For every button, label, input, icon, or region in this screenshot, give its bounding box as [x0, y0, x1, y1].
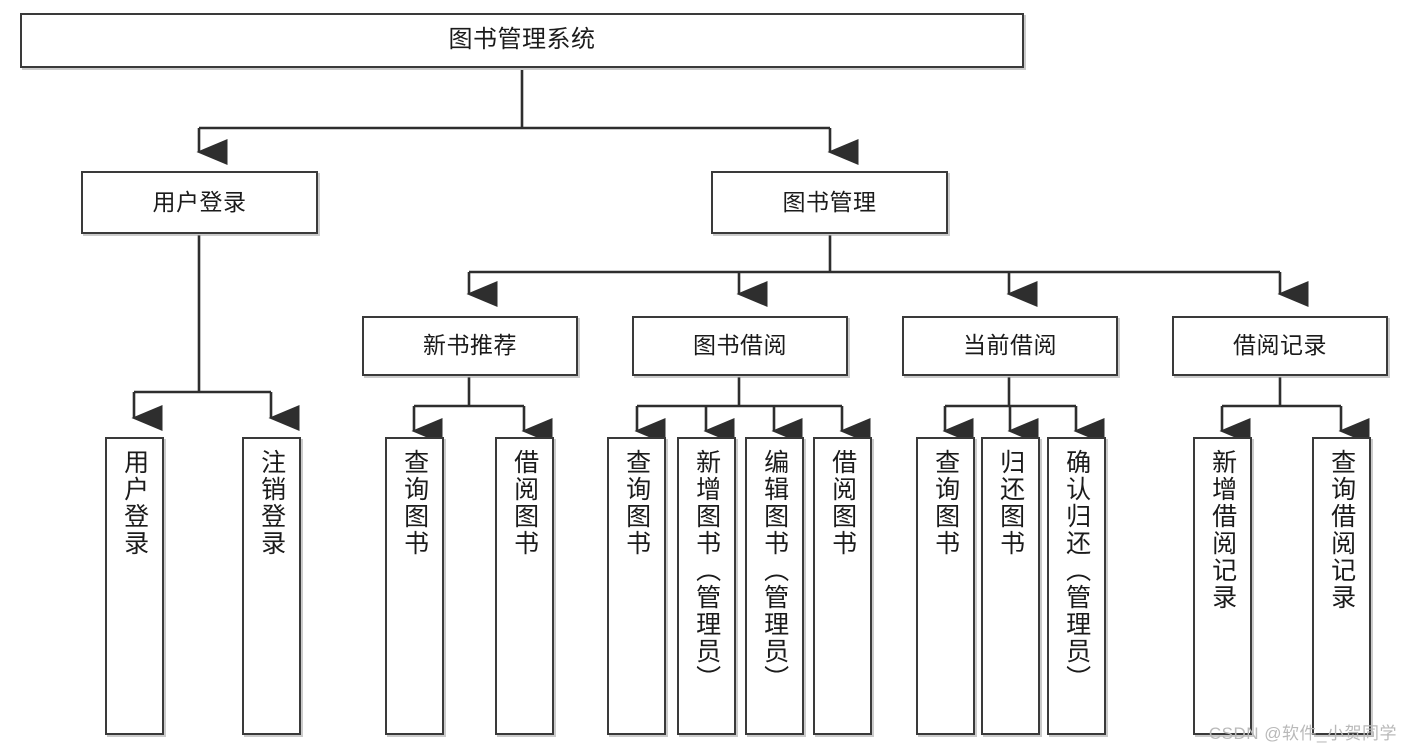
node-label: 编辑图书（管理员）	[760, 449, 789, 692]
node-label: 确认归还（管理员）	[1062, 449, 1091, 692]
node-label: 借阅记录	[1233, 332, 1327, 359]
leaf-borrow-record-query[interactable]: 查询借阅记录	[1312, 437, 1371, 735]
node-label: 查询图书	[931, 449, 960, 557]
node-label: 查询图书	[622, 449, 651, 557]
node-label: 查询借阅记录	[1327, 449, 1356, 611]
node-user-login[interactable]: 用户登录	[81, 171, 318, 234]
leaf-new-book-borrow[interactable]: 借阅图书	[495, 437, 554, 735]
leaf-book-borrow-query[interactable]: 查询图书	[607, 437, 666, 735]
leaf-book-borrow-add[interactable]: 新增图书（管理员）	[677, 437, 736, 735]
node-book-borrow[interactable]: 图书借阅	[632, 316, 848, 376]
node-label: 图书管理系统	[448, 26, 596, 54]
leaf-current-borrow-query[interactable]: 查询图书	[916, 437, 975, 735]
node-label: 当前借阅	[963, 332, 1057, 359]
leaf-current-borrow-confirm-return[interactable]: 确认归还（管理员）	[1047, 437, 1106, 735]
node-label: 归还图书	[996, 449, 1025, 557]
node-label: 注销登录	[257, 449, 286, 557]
node-borrow-record[interactable]: 借阅记录	[1172, 316, 1388, 376]
leaf-user-login-logout[interactable]: 注销登录	[242, 437, 301, 735]
node-new-book-recommend[interactable]: 新书推荐	[362, 316, 578, 376]
leaf-user-login-login[interactable]: 用户登录	[105, 437, 164, 735]
watermark: CSDN @软件_小贺同学	[1208, 724, 1397, 743]
node-label: 新书推荐	[423, 332, 517, 359]
leaf-current-borrow-return[interactable]: 归还图书	[981, 437, 1040, 735]
node-label: 借阅图书	[828, 449, 857, 557]
node-current-borrow[interactable]: 当前借阅	[902, 316, 1118, 376]
leaf-new-book-query[interactable]: 查询图书	[385, 437, 444, 735]
node-label: 查询图书	[400, 449, 429, 557]
node-label: 图书借阅	[693, 332, 787, 359]
node-label: 用户登录	[120, 449, 149, 557]
leaf-book-borrow-edit[interactable]: 编辑图书（管理员）	[745, 437, 804, 735]
leaf-borrow-record-add[interactable]: 新增借阅记录	[1193, 437, 1252, 735]
node-book-management[interactable]: 图书管理	[711, 171, 948, 234]
node-label: 新增借阅记录	[1208, 449, 1237, 611]
node-label: 借阅图书	[510, 449, 539, 557]
leaf-book-borrow-borrow[interactable]: 借阅图书	[813, 437, 872, 735]
node-label: 图书管理	[782, 188, 877, 215]
node-root-book-management-system[interactable]: 图书管理系统	[20, 13, 1024, 68]
node-label: 新增图书（管理员）	[692, 449, 721, 692]
node-label: 用户登录	[152, 188, 247, 215]
